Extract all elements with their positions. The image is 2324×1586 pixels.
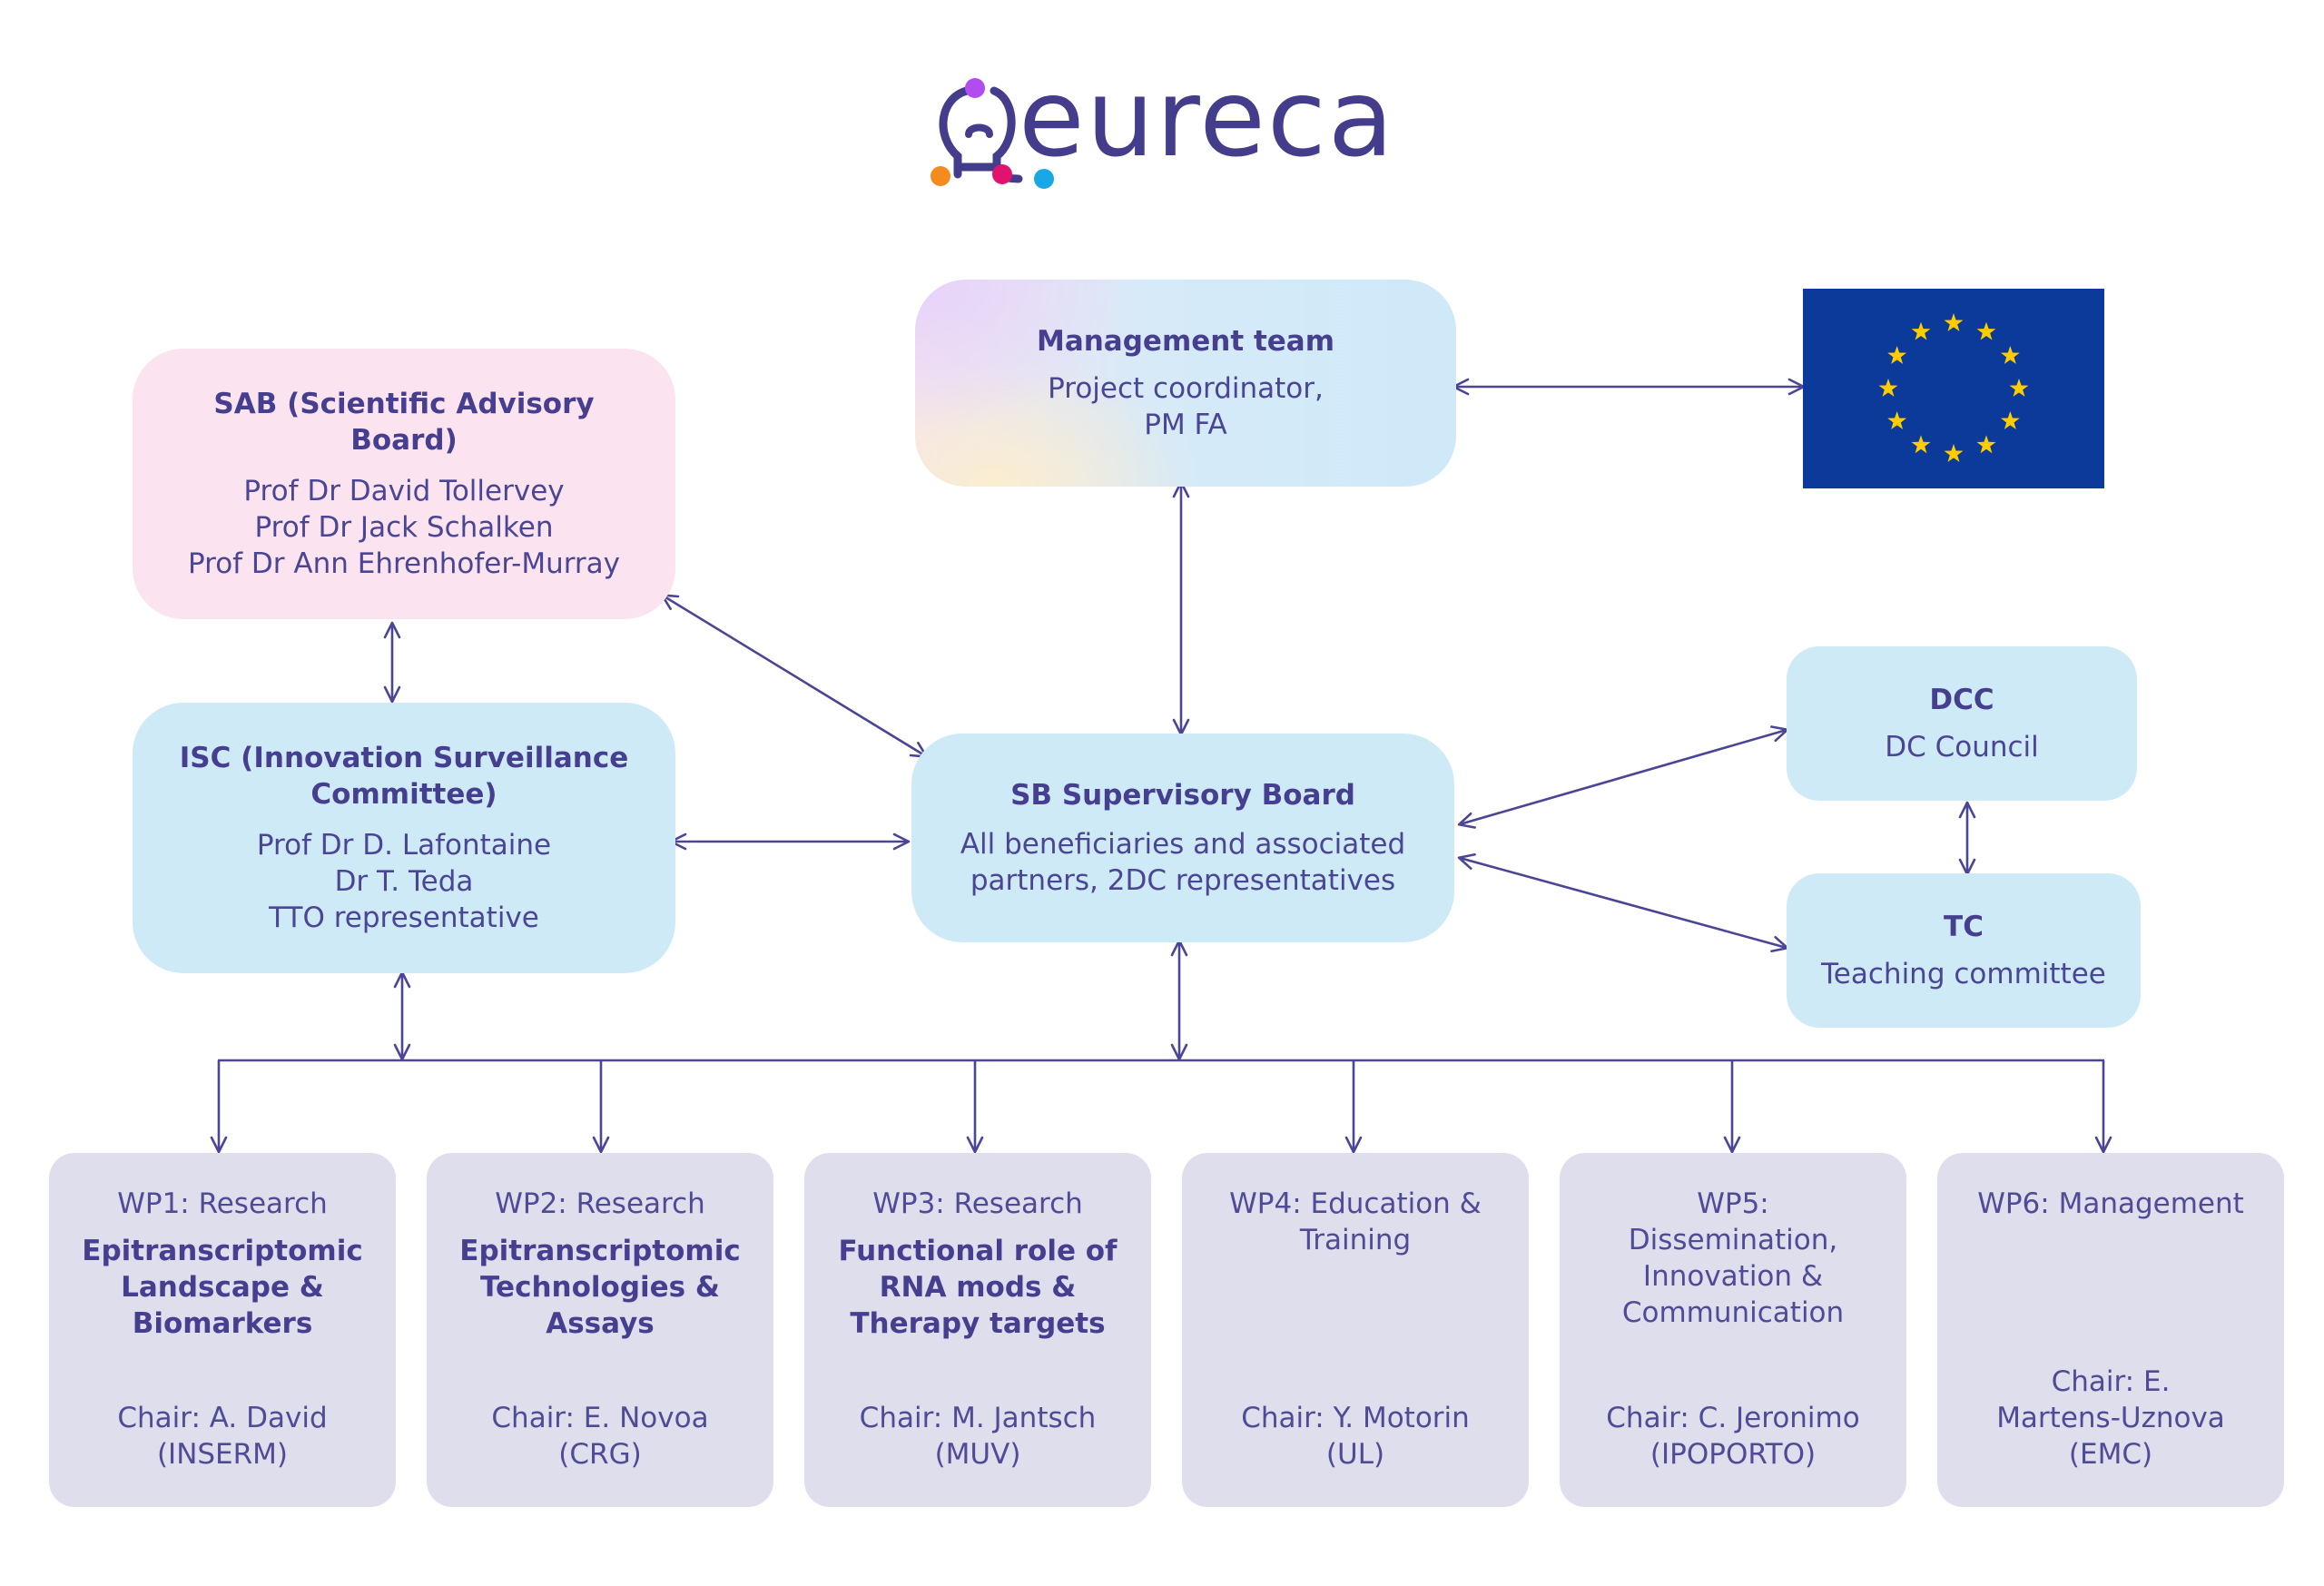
dcc-body: DC Council [1885,731,2039,763]
wp5-title: WP5: Dissemination, Innovation & Communi… [1621,1187,1845,1329]
wp6-title: WP6: Management [1977,1187,2244,1220]
isc-box: ISC (Innovation Surveillance Committee) … [133,703,675,973]
wp6-box: WP6: Management Chair: E. Martens-Uznova… [1937,1153,2284,1507]
isc-title: ISC (Innovation Surveillance Committee) [179,742,629,811]
eu-star-icon [2009,379,2029,397]
sb-body: All beneficiaries and associated partner… [960,828,1406,897]
wp3-box: WP3: Research Functional role of RNA mod… [804,1153,1151,1507]
dcc-box: DCC DC Council [1787,646,2137,801]
eu-star-icon [2000,346,2020,364]
sab-members: Prof Dr David Tollervey Prof Dr Jack Sch… [187,475,621,580]
wp5-box: WP5: Dissemination, Innovation & Communi… [1560,1153,1906,1507]
eu-star-icon [1887,411,1907,429]
tc-title: TC [1944,911,1984,943]
arrow-sb-tc [1457,852,1789,953]
sb-title: SB Supervisory Board [1010,779,1355,812]
eu-star-icon [1944,444,1964,462]
tc-box: TC Teaching committee [1787,873,2141,1028]
wp1-title: WP1: Research [117,1187,328,1220]
supervisory-board-box: SB Supervisory Board All beneficiaries a… [911,734,1454,942]
wp4-box: WP4: Education & Training Chair: Y. Moto… [1182,1153,1529,1507]
management-title: Management team [1036,325,1335,358]
wp2-title: WP2: Research [495,1187,705,1220]
eu-star-icon [2000,411,2020,429]
eu-star-icon [1878,379,1898,397]
management-team-box: Management team Project coordinator, PM … [915,280,1456,487]
eu-flag [1803,289,2104,488]
wp2-chair: Chair: E. Novoa (CRG) [491,1402,709,1471]
wp6-chair: Chair: E. Martens-Uznova (EMC) [1996,1365,2225,1471]
wp1-box: WP1: Research Epitranscriptomic Landscap… [49,1153,396,1507]
wp2-focus: Epitranscriptomic Technologies & Assays [459,1235,741,1340]
isc-members: Prof Dr D. Lafontaine Dr T. Teda TTO rep… [256,829,552,934]
arrow-sab-sb [660,594,929,758]
sab-title: SAB (Scientific Advisory Board) [213,388,595,457]
arrow-sb-dcc [1457,725,1789,829]
tc-body: Teaching committee [1821,958,2106,990]
eu-flag-icon [1878,313,2029,462]
wp1-chair: Chair: A. David (INSERM) [117,1402,328,1471]
dcc-title: DCC [1929,684,1994,716]
wp1-focus: Epitranscriptomic Landscape & Biomarkers [82,1235,363,1340]
wp3-focus: Functional role of RNA mods & Therapy ta… [838,1235,1118,1340]
eu-star-icon [1887,346,1907,364]
wp5-chair: Chair: C. Jeronimo (IPOPORTO) [1606,1402,1860,1471]
wp4-chair: Chair: Y. Motorin (UL) [1241,1402,1470,1471]
eu-star-icon [1976,321,1996,340]
eu-star-icon [1911,321,1931,340]
logo-wordmark: eureca [1019,55,1396,181]
wp3-title: WP3: Research [872,1187,1083,1220]
management-body: Project coordinator, PM FA [1048,372,1324,441]
wp4-title: WP4: Education & Training [1229,1187,1482,1256]
wp3-chair: Chair: M. Jantsch (MUV) [859,1402,1097,1471]
wp2-box: WP2: Research Epitranscriptomic Technolo… [427,1153,773,1507]
eu-star-icon [1976,435,1996,454]
eu-star-icon [1944,313,1964,331]
eureca-logo-mark-icon [931,78,1054,189]
eu-star-icon [1911,435,1931,454]
sab-box: SAB (Scientific Advisory Board) Prof Dr … [133,349,675,619]
